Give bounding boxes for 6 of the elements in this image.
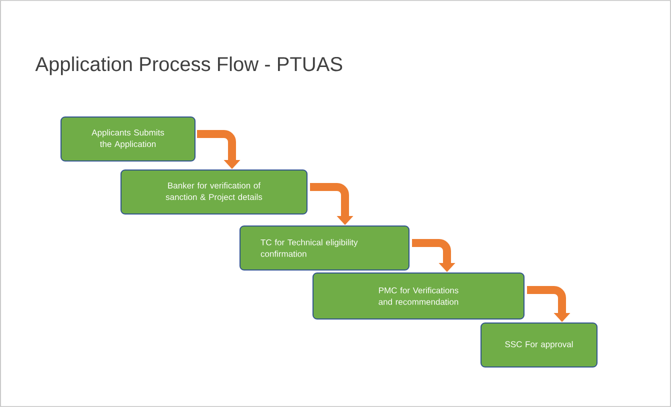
- process-box: Banker for verification of sanction & Project details: [120, 170, 308, 214]
- process-box: TC for Technical eligibility confirmation: [240, 226, 410, 270]
- title: Application Process Flow - PTUAS: [35, 56, 342, 76]
- process-box: Applicants Submits the Application: [60, 116, 196, 162]
- process-box: PMC for Verifications and recommendation: [312, 272, 524, 320]
- process-box: SSC For approval: [480, 322, 598, 368]
